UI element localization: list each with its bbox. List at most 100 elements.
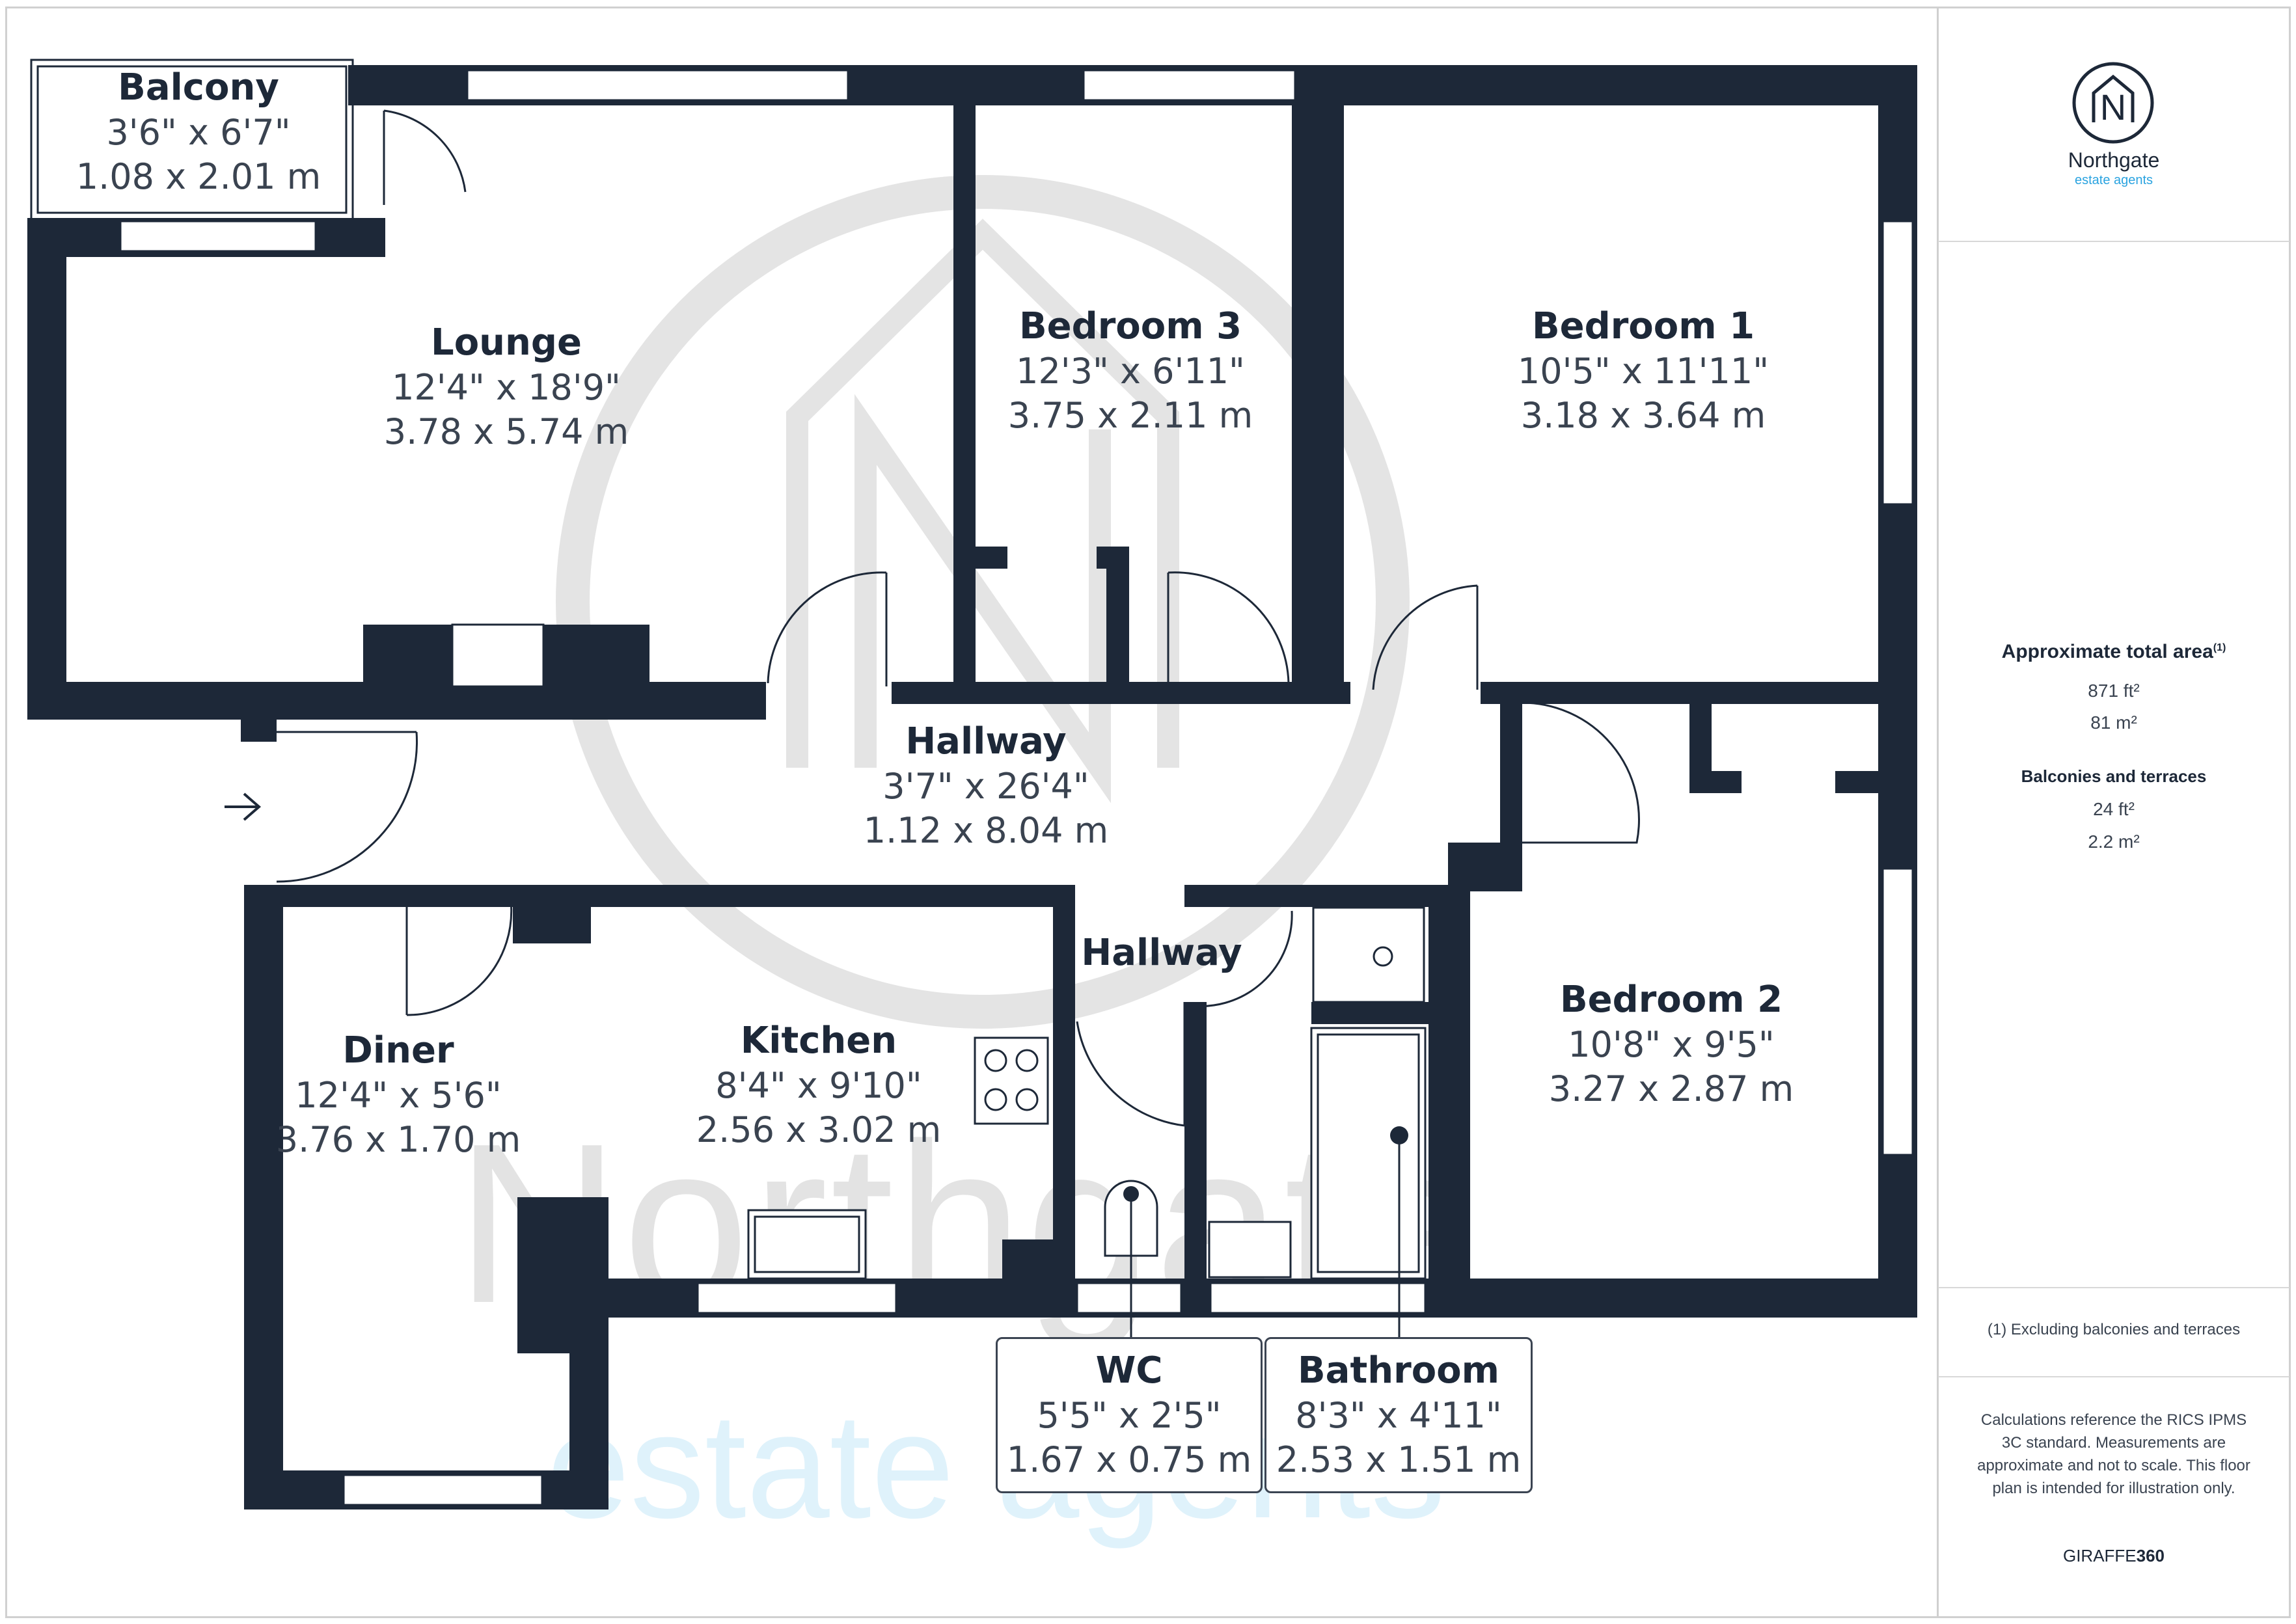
room-dim-metric: 1.08 x 2.01 m <box>75 156 321 197</box>
disclaimer: Calculations reference the RICS IPMS 3C … <box>1977 1411 2250 1497</box>
door-lounge <box>767 571 888 686</box>
credit-bold: 360 <box>2136 1546 2165 1565</box>
bath-sink <box>1208 1221 1292 1279</box>
door-bed3 <box>1167 571 1290 686</box>
wall-bed2-cupboard-2 <box>1689 771 1742 793</box>
wall-kitchen-top <box>244 885 1074 907</box>
door-entry <box>273 731 418 883</box>
label-bedroom3: Bedroom 3 12'3" x 6'11" 3.75 x 2.11 m <box>1008 304 1253 438</box>
room-name: Lounge <box>431 321 582 364</box>
wall-diner-left <box>244 885 283 1509</box>
area-total-m2: 81 m² <box>2090 712 2137 733</box>
wall-lounge-bed3 <box>953 101 976 686</box>
window-lounge-top <box>466 69 849 102</box>
wall-bed1-bottom <box>1481 682 1917 704</box>
room-name: Kitchen <box>740 1020 897 1062</box>
panel-divider <box>1938 1287 2289 1288</box>
callout-wc: WC 5'5" x 2'5" 1.67 x 0.75 m <box>996 1337 1263 1493</box>
area-total-title-text: Approximate total area <box>2001 641 2213 662</box>
room-name: Diner <box>342 1029 454 1072</box>
hob-ring-2 <box>1015 1049 1039 1072</box>
wall-hall-lower-right <box>1184 885 1458 907</box>
wall-bed2-cupboard-3 <box>1835 771 1881 793</box>
balcony-outline <box>30 59 354 221</box>
window-bed3-top <box>1082 69 1296 102</box>
wall-bed2-top-step <box>1500 703 1522 891</box>
wall-bed3-cupboard <box>975 547 1007 569</box>
room-dim-imperial: 8'3" x 4'11" <box>1295 1395 1502 1436</box>
frame-bottom <box>5 1616 2291 1618</box>
room-dim-imperial: 8'4" x 9'10" <box>715 1065 922 1106</box>
door-bed1 <box>1372 584 1479 690</box>
room-dim-metric: 2.53 x 1.51 m <box>1276 1439 1522 1480</box>
room-dim-metric: 1.67 x 0.75 m <box>1006 1439 1252 1480</box>
label-hallway: Hallway 3'7" x 26'4" 1.12 x 8.04 m <box>864 719 1109 853</box>
label-kitchen: Kitchen 8'4" x 9'10" 2.56 x 3.02 m <box>696 1018 942 1152</box>
fireplace-hearth <box>451 623 545 688</box>
hob-ring-4 <box>1015 1088 1039 1111</box>
wall-kitchen-right <box>1053 885 1075 1301</box>
room-dim-metric: 3.75 x 2.11 m <box>1007 395 1253 436</box>
area-total-ft2: 871 ft² <box>2088 681 2140 701</box>
brand-name: Northgate <box>2068 148 2160 172</box>
room-name: WC <box>1095 1349 1163 1392</box>
brand-tagline: estate agents <box>2074 173 2153 187</box>
wall-bed2-left <box>1448 885 1470 1282</box>
wall-entry <box>241 716 277 742</box>
room-dim-metric: 1.12 x 8.04 m <box>863 810 1109 851</box>
balconies-m2: 2.2 m² <box>2088 832 2140 852</box>
window-diner-bottom <box>342 1474 543 1506</box>
credit-light: GIRAFFE <box>2062 1546 2137 1565</box>
room-dim-metric: 2.56 x 3.02 m <box>696 1109 942 1150</box>
room-dim-metric: 3.18 x 3.64 m <box>1520 395 1766 436</box>
room-name: Hallway <box>1081 932 1242 974</box>
room-dim-imperial: 5'5" x 2'5" <box>1037 1395 1222 1436</box>
shower-drain <box>1373 946 1393 967</box>
area-footnote: (1) Excluding balconies and terraces <box>1987 1321 2241 1338</box>
balcony-rail <box>36 65 348 214</box>
brand-logo-letter: N <box>2100 87 2126 128</box>
window-bed2-right <box>1881 867 1914 1156</box>
room-dim-imperial: 3'6" x 6'7" <box>106 112 291 153</box>
area-total-title: Approximate total area(1) <box>1938 641 2289 663</box>
entry-arrow-icon <box>225 792 262 821</box>
room-name: Hallway <box>905 720 1067 763</box>
room-dim-imperial: 3'7" x 26'4" <box>882 766 1089 807</box>
frame-right <box>2289 7 2291 1618</box>
room-dim-imperial: 10'8" x 9'5" <box>1568 1024 1775 1065</box>
panel-divider <box>1938 241 2289 242</box>
floor-plan-drawing <box>27 59 1917 1509</box>
kitchen-sink <box>747 1209 867 1280</box>
hob-ring-3 <box>984 1088 1007 1111</box>
hob-ring <box>984 1049 1007 1072</box>
balconies-title: Balconies and terraces <box>2021 766 2207 786</box>
wall-shower-divider <box>1311 1002 1448 1024</box>
room-dim-imperial: 12'4" x 5'6" <box>295 1075 502 1116</box>
label-hallway-lower: Hallway <box>1081 930 1242 976</box>
wall-lounge-bottom <box>27 682 766 720</box>
bath-tub-inner <box>1317 1033 1420 1273</box>
wall-bath-bed2 <box>1428 904 1451 1318</box>
bath-tub <box>1310 1027 1427 1280</box>
credit: GIRAFFE360 <box>1938 1546 2289 1566</box>
window-wc-bottom <box>1076 1282 1182 1314</box>
wall-bed2-top-left <box>1448 843 1500 891</box>
wall-bed3-cupboard-3 <box>1106 547 1129 686</box>
panel-divider <box>1938 1376 2289 1377</box>
window-bed1-right <box>1881 220 1914 506</box>
room-name: Balcony <box>118 66 279 109</box>
frame-left <box>5 7 7 1618</box>
window-kitchen-bottom <box>696 1282 897 1314</box>
brand-logo-icon: N <box>2072 62 2154 144</box>
label-lounge: Lounge 12'4" x 18'9" 3.78 x 5.74 m <box>384 320 629 454</box>
room-dim-imperial: 12'4" x 18'9" <box>392 367 621 408</box>
balconies-ft2: 24 ft² <box>2093 799 2135 819</box>
wall-lounge-left <box>27 254 66 719</box>
room-name: Bathroom <box>1297 1349 1500 1392</box>
panel-separator <box>1937 7 1939 1618</box>
wall-diner-chimney <box>517 1197 608 1353</box>
kitchen-sink-inner <box>754 1215 860 1273</box>
door-balcony <box>383 109 467 205</box>
